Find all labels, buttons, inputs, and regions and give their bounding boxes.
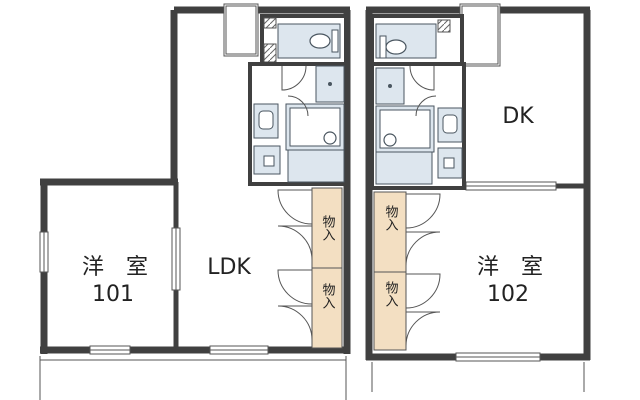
bathtub-icon <box>287 149 345 183</box>
unit-102-room-number: 102 <box>487 282 529 307</box>
unit-101-room-number: 101 <box>92 282 134 307</box>
unit-101: 洋 室 101 LDK 物入 物入 <box>39 3 351 400</box>
unit-101-windows <box>39 227 269 355</box>
unit-102-walls <box>365 6 591 361</box>
toilet-bowl-icon <box>385 39 407 55</box>
unit-102-washroom <box>370 62 466 190</box>
unit-102-balcony <box>371 362 585 392</box>
unit-101-storage-upper-label: 物入 <box>320 215 336 241</box>
unit-102-closet-upper <box>373 191 407 273</box>
unit-101-closet-doors <box>277 189 313 341</box>
unit-102-storage-lower-label: 物入 <box>383 281 399 307</box>
unit-101-balcony <box>39 356 347 400</box>
unit-102: DK 洋 室 102 物入 物入 <box>365 3 591 392</box>
toilet-bowl-icon <box>309 33 331 49</box>
unit-101-toilet <box>260 14 348 66</box>
shower-icon <box>315 65 345 103</box>
unit-101-entry-box <box>223 3 259 57</box>
unit-101-ldk-label: LDK <box>207 255 251 280</box>
unit-102-closet-doors <box>405 193 441 347</box>
unit-101-washroom <box>248 62 348 186</box>
unit-102-dk-label: DK <box>502 104 534 129</box>
unit-102-entry-box <box>459 3 501 67</box>
unit-102-room-label: 洋 室 <box>477 255 543 280</box>
sink-icon <box>323 131 337 145</box>
unit-102-closet-lower <box>373 271 407 351</box>
unit-101-closet-upper <box>311 187 343 269</box>
unit-101-storage-lower-label: 物入 <box>320 283 336 309</box>
sink-icon <box>383 133 397 147</box>
unit-102-windows <box>455 181 557 362</box>
unit-102-storage-upper-label: 物入 <box>383 205 399 231</box>
unit-101-closet-lower <box>311 267 343 349</box>
unit-101-room-label: 洋 室 <box>82 255 148 280</box>
bathtub-icon <box>375 151 433 185</box>
unit-102-toilet <box>370 14 464 66</box>
